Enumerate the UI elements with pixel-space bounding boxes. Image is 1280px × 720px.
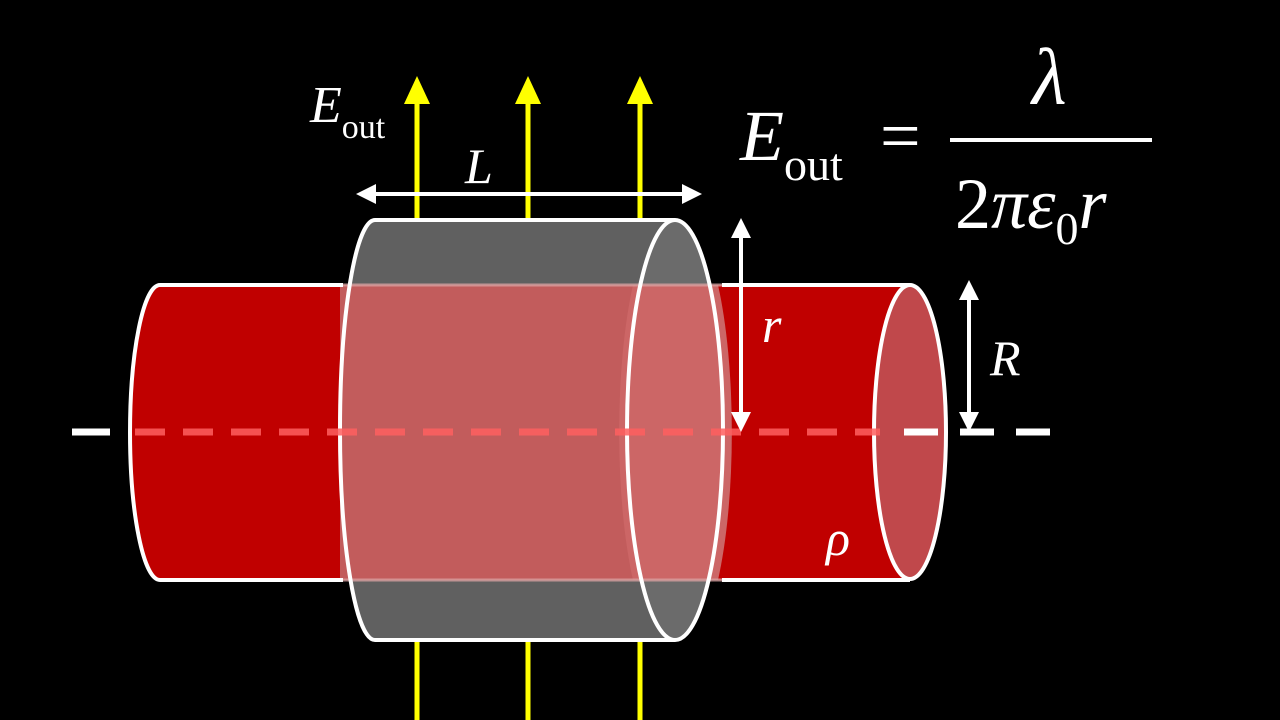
equation-numerator: λ [1030,34,1067,122]
equation-lhs: Eout [739,96,843,190]
field-equation: Eout = λ 2πε0r [739,34,1152,254]
field-arrows-top [414,100,643,220]
denominator-epsilon-subscript: 0 [1055,203,1078,254]
equation-lhs-subscript: out [784,139,843,190]
e-out-symbol: E [309,77,342,134]
equation-denominator: 2πε0r [955,164,1107,254]
density-label: ρ [824,510,850,566]
gauss-radius-label: r [762,297,782,353]
arrowhead-top-left [404,76,430,104]
field-arrowheads [404,76,653,104]
denominator-coeff: 2 [955,164,991,244]
rod-edges-through-surface [343,283,722,582]
denominator-r: r [1078,164,1107,244]
arrowhead-top-middle [515,76,541,104]
e-out-subscript: out [342,109,386,146]
rod-radius-label: R [989,330,1021,386]
rod-outlines [128,283,948,582]
field-arrows-bottom [414,640,643,720]
length-label: L [464,138,493,194]
denominator-epsilon: ε [1027,164,1056,244]
arrowhead-top-right [627,76,653,104]
denominator-pi: π [991,164,1029,244]
equation-lhs-symbol: E [739,96,784,176]
equation-equals: = [880,96,921,176]
rod-left-end-arc [128,283,161,582]
e-out-label: Eout [309,77,386,146]
